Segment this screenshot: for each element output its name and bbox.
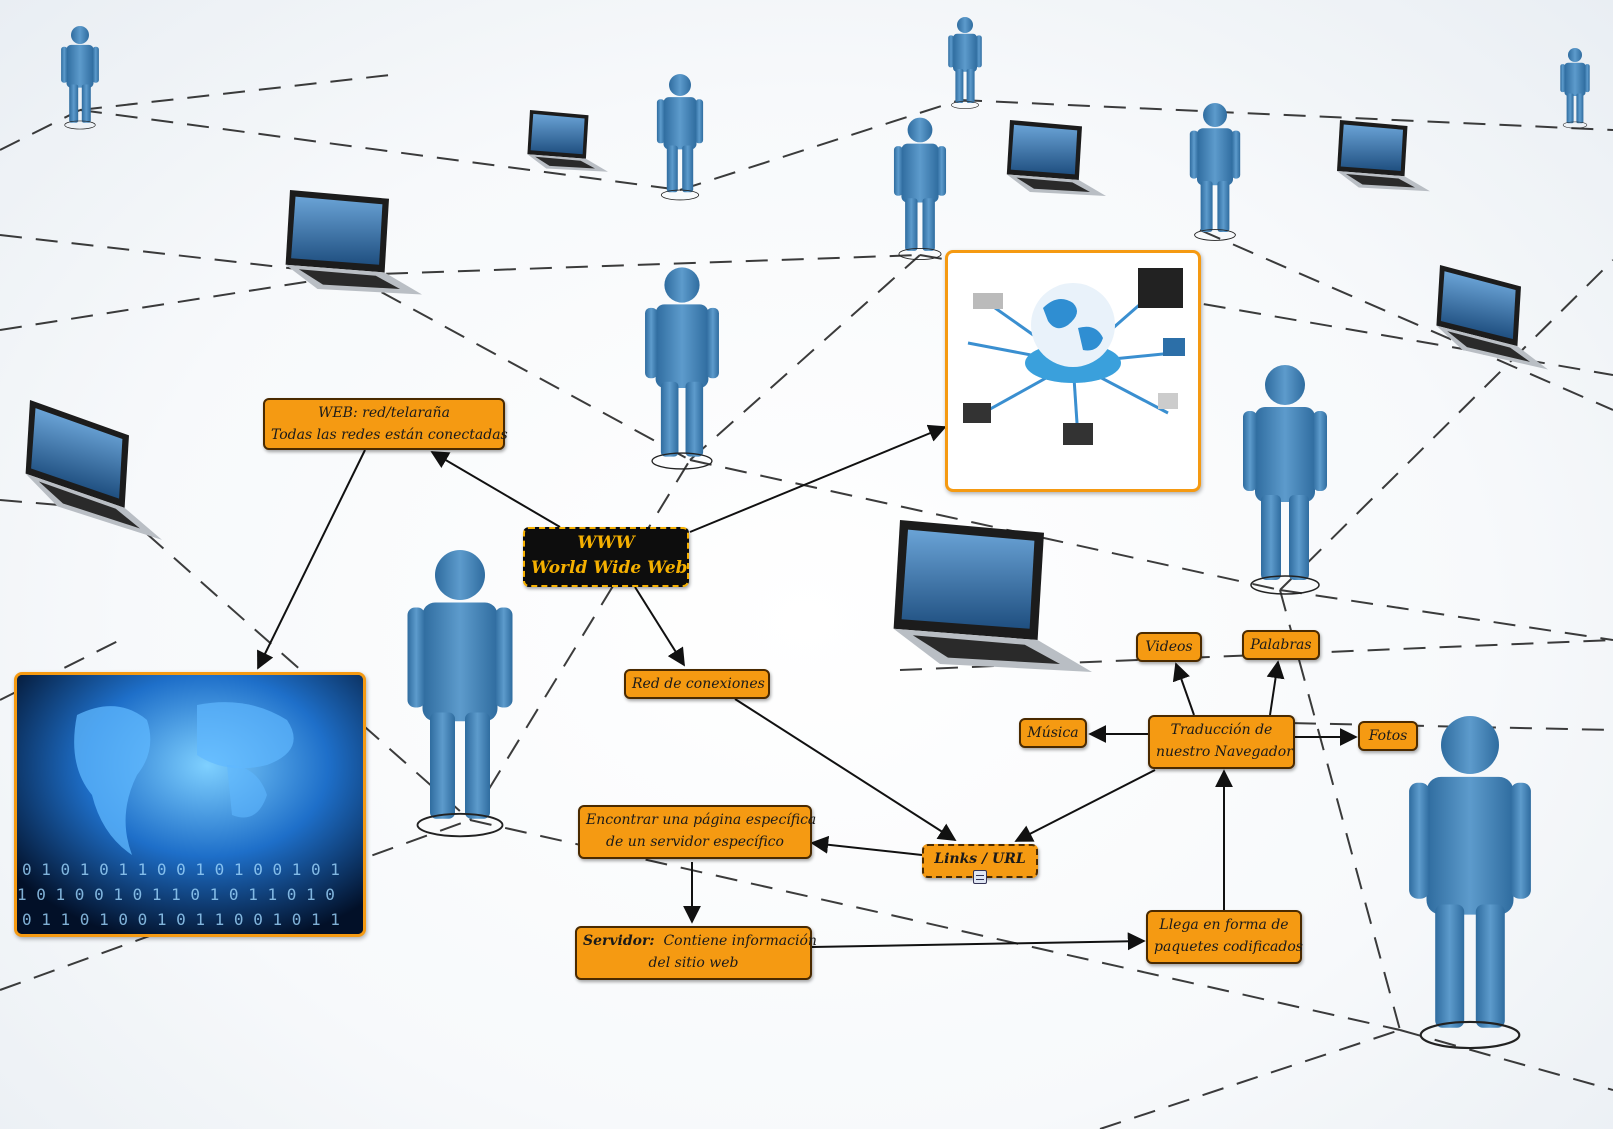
world-map-binary-image: 0 1 0 1 0 1 1 0 0 1 0 1 0 0 1 0 1 1 0 1 … (14, 672, 366, 937)
svg-text:0 1 0 1 0 1 1 0 0 1 0 1 0 0 1: 0 1 0 1 0 1 1 0 0 1 0 1 0 0 1 0 1 (22, 860, 340, 879)
musica-text: Música (1027, 725, 1079, 741)
encontrar-line2: de un servidor específico (606, 834, 784, 850)
node-servidor[interactable]: Servidor: Contiene información del sitio… (575, 926, 817, 980)
network-globe-image (945, 250, 1201, 492)
node-musica[interactable]: Música (1019, 718, 1087, 748)
svg-text:0 1 1 0 1 0 0 1 0 1 1 0 0 1 0: 0 1 1 0 1 0 0 1 0 1 1 0 0 1 0 1 1 (22, 910, 340, 929)
svg-text:1 0 1 0 0 1 0 1 1 0 1 0 1 1 0: 1 0 1 0 0 1 0 1 1 0 1 0 1 1 0 1 0 (17, 885, 335, 904)
red-text: Red de conexiones (632, 676, 765, 692)
note-icon[interactable] (973, 870, 987, 884)
node-palabras[interactable]: Palabras (1242, 630, 1320, 660)
servidor-line2: del sitio web (648, 955, 739, 971)
root-line1: WWW (577, 533, 635, 553)
encontrar-line1: Encontrar una página específica (586, 812, 817, 828)
node-web[interactable]: WEB: red/telaraña Todas las redes están … (263, 398, 508, 450)
node-fotos[interactable]: Fotos (1358, 721, 1418, 751)
servidor-line1: Servidor: Contiene información (583, 930, 817, 952)
traduccion-line2: nuestro Navegador (1156, 744, 1293, 760)
fotos-text: Fotos (1368, 728, 1408, 744)
palabras-text: Palabras (1250, 637, 1312, 653)
llega-line2: paquetes codificados (1154, 939, 1303, 955)
web-line1: WEB: red/telaraña (318, 405, 450, 421)
root-line2: World Wide Web (531, 558, 688, 578)
node-red-de-conexiones[interactable]: Red de conexiones (624, 669, 770, 699)
node-videos[interactable]: Videos (1136, 632, 1202, 662)
web-line2: Todas las redes están conectadas (271, 427, 508, 443)
llega-line1: Llega en forma de (1159, 917, 1289, 933)
servidor-rest: Contiene información (663, 933, 817, 949)
node-llega[interactable]: Llega en forma de paquetes codificados (1146, 910, 1303, 964)
servidor-bold: Servidor: (583, 933, 655, 949)
links-text: Links / URL (934, 851, 1026, 867)
node-traduccion[interactable]: Traducción de nuestro Navegador (1148, 715, 1295, 769)
root-node-www[interactable]: WWW World Wide Web (523, 527, 689, 587)
traduccion-line1: Traducción de (1170, 722, 1273, 738)
node-encontrar[interactable]: Encontrar una página específica de un se… (578, 805, 817, 859)
videos-text: Videos (1145, 639, 1193, 655)
